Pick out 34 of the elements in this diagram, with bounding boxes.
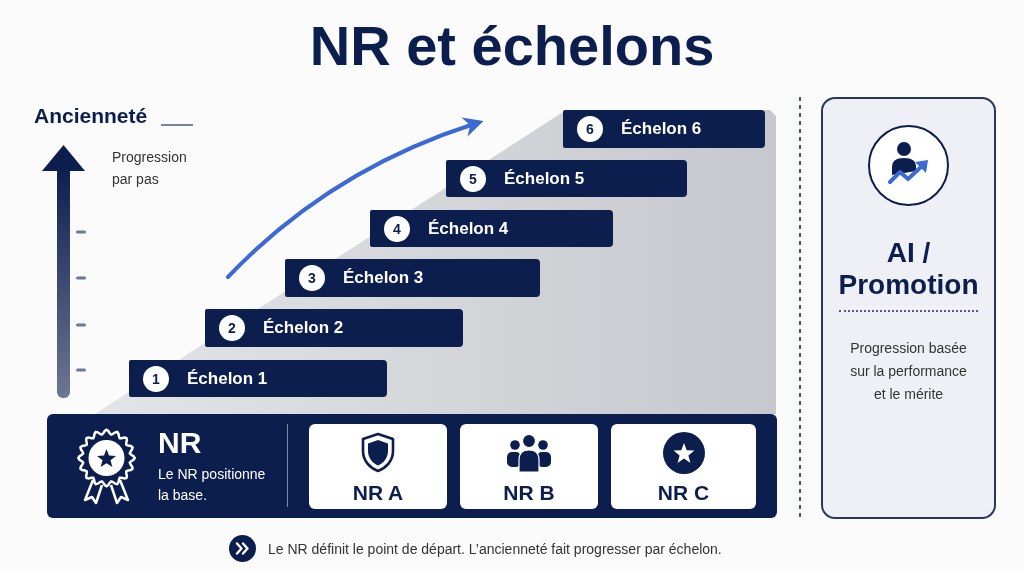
number-badge: 3 (299, 265, 325, 291)
panel-text: Progression basée sur la performance et le mérite (849, 339, 968, 404)
step-label: Échelon 1 (187, 367, 268, 390)
title: NR et échelons (309, 14, 715, 78)
card-label: NR A (352, 480, 404, 505)
axis-title: Ancienneté (34, 103, 148, 129)
axis-note: Progression par pas (112, 148, 188, 189)
step-label: Échelon 2 (263, 317, 344, 339)
number-badge: 1 (143, 365, 169, 392)
base-band (47, 414, 777, 518)
stair-step (563, 110, 765, 148)
number-badge: 5 (460, 165, 486, 192)
step-label: Échelon 6 (621, 118, 702, 140)
stair-step (285, 259, 540, 297)
panel-title: AI / Promotion (837, 237, 980, 301)
step-label: Échelon 3 (343, 267, 424, 289)
band-text: Le NR positionne la base. (158, 465, 267, 505)
number-badge: 4 (384, 215, 410, 242)
option-card (460, 424, 598, 509)
stair-step (370, 210, 613, 247)
caption-text: Le NR définit le point de départ. L’ancienneté fait progresser par échelon. (268, 540, 722, 559)
step-label: Échelon 4 (428, 217, 509, 240)
number-badge: 2 (219, 315, 245, 341)
band-title: NR (158, 426, 202, 460)
card-label: NR B (503, 480, 555, 505)
option-card (309, 424, 447, 509)
option-card (611, 424, 756, 509)
info-panel (821, 97, 996, 519)
step-label: Échelon 5 (504, 167, 585, 190)
stair-step (205, 309, 463, 347)
number-badge: 6 (577, 116, 603, 142)
stair-step (446, 160, 687, 197)
card-label: NR C (657, 480, 710, 505)
stair-step (129, 360, 387, 397)
